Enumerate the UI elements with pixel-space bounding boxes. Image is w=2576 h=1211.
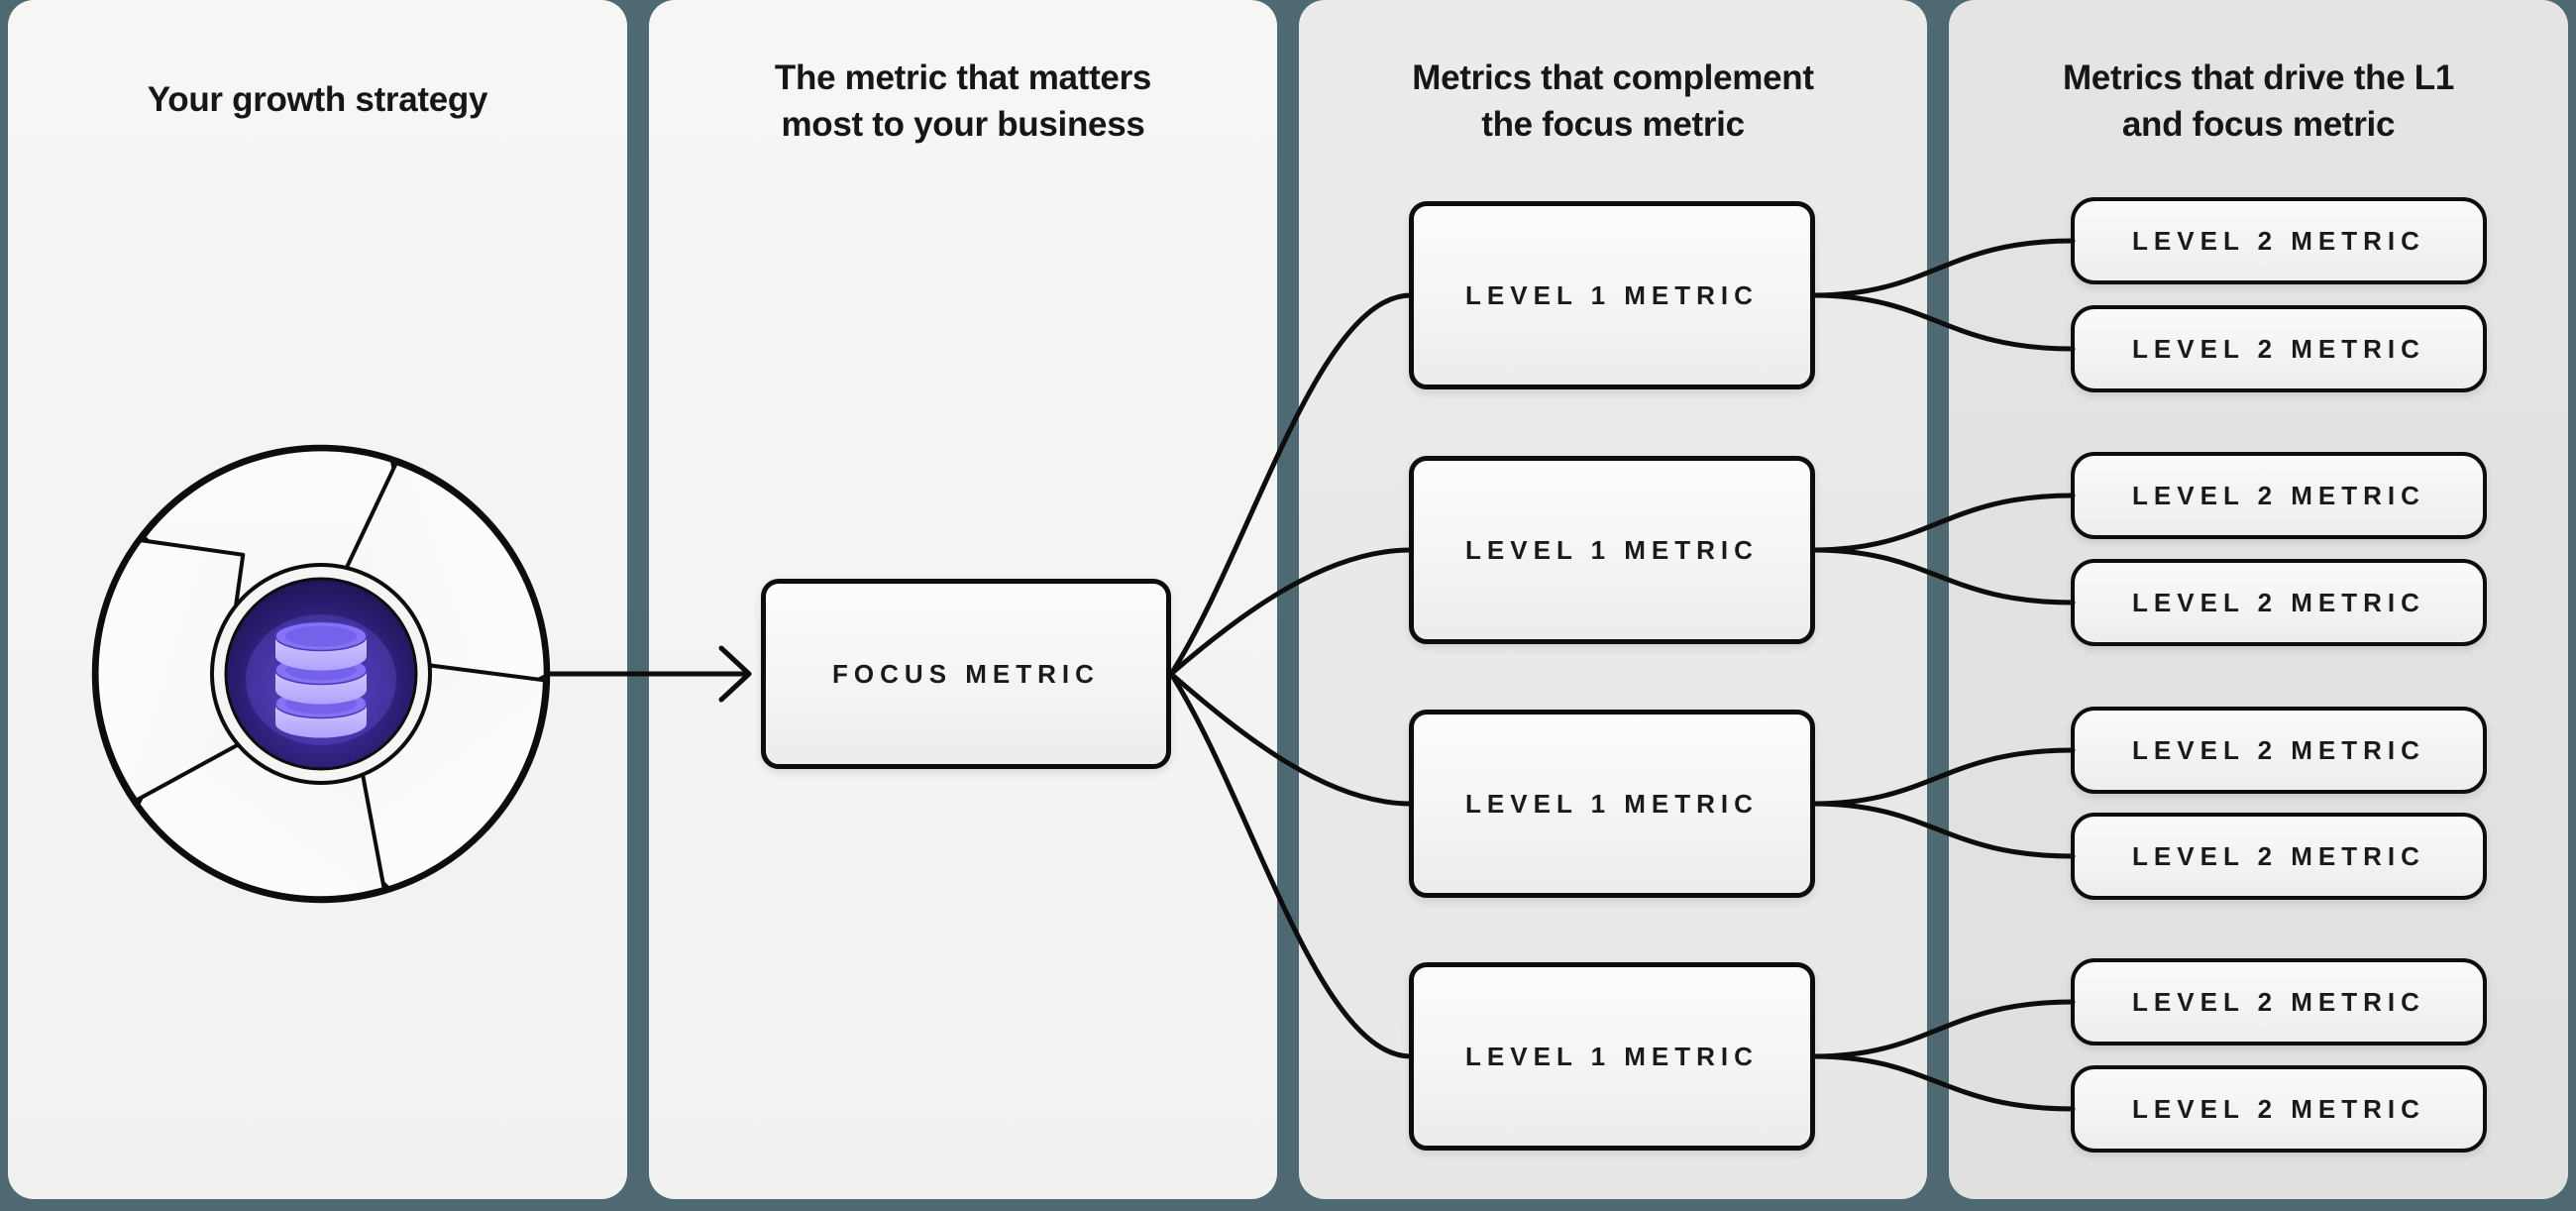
panel-title-line: the focus metric — [1481, 105, 1745, 144]
level1-metric-label: LEVEL 1 METRIC — [1465, 1041, 1759, 1071]
panel-title-level2: Metrics that drive the L1 and focus metr… — [1949, 55, 2568, 148]
panel-focus-metric: The metric that matters most to your bus… — [649, 0, 1277, 1199]
flywheel-database-icon — [91, 444, 551, 904]
level2-metric-label: LEVEL 2 METRIC — [2132, 333, 2425, 364]
level2-metric-label: LEVEL 2 METRIC — [2132, 587, 2425, 617]
level2-metric-box-4: LEVEL 2 METRIC — [2071, 559, 2487, 646]
level2-metric-box-3: LEVEL 2 METRIC — [2071, 452, 2487, 539]
level1-metric-box-3: LEVEL 1 METRIC — [1409, 710, 1815, 898]
level2-metric-label: LEVEL 2 METRIC — [2132, 225, 2425, 256]
level2-metric-box-6: LEVEL 2 METRIC — [2071, 813, 2487, 900]
panel-level1-metrics: Metrics that complement the focus metric… — [1299, 0, 1927, 1199]
level1-metric-label: LEVEL 1 METRIC — [1465, 279, 1759, 310]
panel-title-growth-strategy: Your growth strategy — [147, 80, 488, 119]
panel-title-focus-metric: The metric that matters most to your bus… — [649, 55, 1277, 148]
focus-metric-box: FOCUS METRIC — [761, 579, 1171, 769]
level1-metric-box-4: LEVEL 1 METRIC — [1409, 962, 1815, 1151]
level2-metric-box-2: LEVEL 2 METRIC — [2071, 305, 2487, 392]
level2-metric-box-1: LEVEL 2 METRIC — [2071, 197, 2487, 284]
level2-metric-label: LEVEL 2 METRIC — [2132, 734, 2425, 765]
level2-metric-box-5: LEVEL 2 METRIC — [2071, 707, 2487, 794]
panel-title-line: most to your business — [781, 105, 1145, 144]
level2-metric-label: LEVEL 2 METRIC — [2132, 480, 2425, 510]
level2-metric-box-8: LEVEL 2 METRIC — [2071, 1065, 2487, 1153]
panel-title-line: Metrics that drive the L1 — [2062, 58, 2455, 97]
level2-metric-label: LEVEL 2 METRIC — [2132, 1093, 2425, 1124]
panel-level2-metrics: Metrics that drive the L1 and focus metr… — [1949, 0, 2568, 1199]
level1-metric-label: LEVEL 1 METRIC — [1465, 788, 1759, 819]
level2-metric-label: LEVEL 2 METRIC — [2132, 986, 2425, 1017]
level2-metric-label: LEVEL 2 METRIC — [2132, 840, 2425, 871]
level2-metric-box-7: LEVEL 2 METRIC — [2071, 958, 2487, 1046]
panel-title-line: Metrics that complement — [1412, 58, 1814, 97]
panel-title-line: The metric that matters — [774, 58, 1152, 97]
panel-title-line: and focus metric — [2121, 105, 2396, 144]
panel-growth-strategy: Your growth strategy — [8, 0, 627, 1199]
database-icon — [246, 614, 396, 745]
focus-metric-label: FOCUS METRIC — [832, 658, 1100, 689]
level1-metric-box-2: LEVEL 1 METRIC — [1409, 456, 1815, 644]
panel-title-level1: Metrics that complement the focus metric — [1299, 55, 1927, 148]
level1-metric-box-1: LEVEL 1 METRIC — [1409, 201, 1815, 389]
level1-metric-label: LEVEL 1 METRIC — [1465, 534, 1759, 565]
